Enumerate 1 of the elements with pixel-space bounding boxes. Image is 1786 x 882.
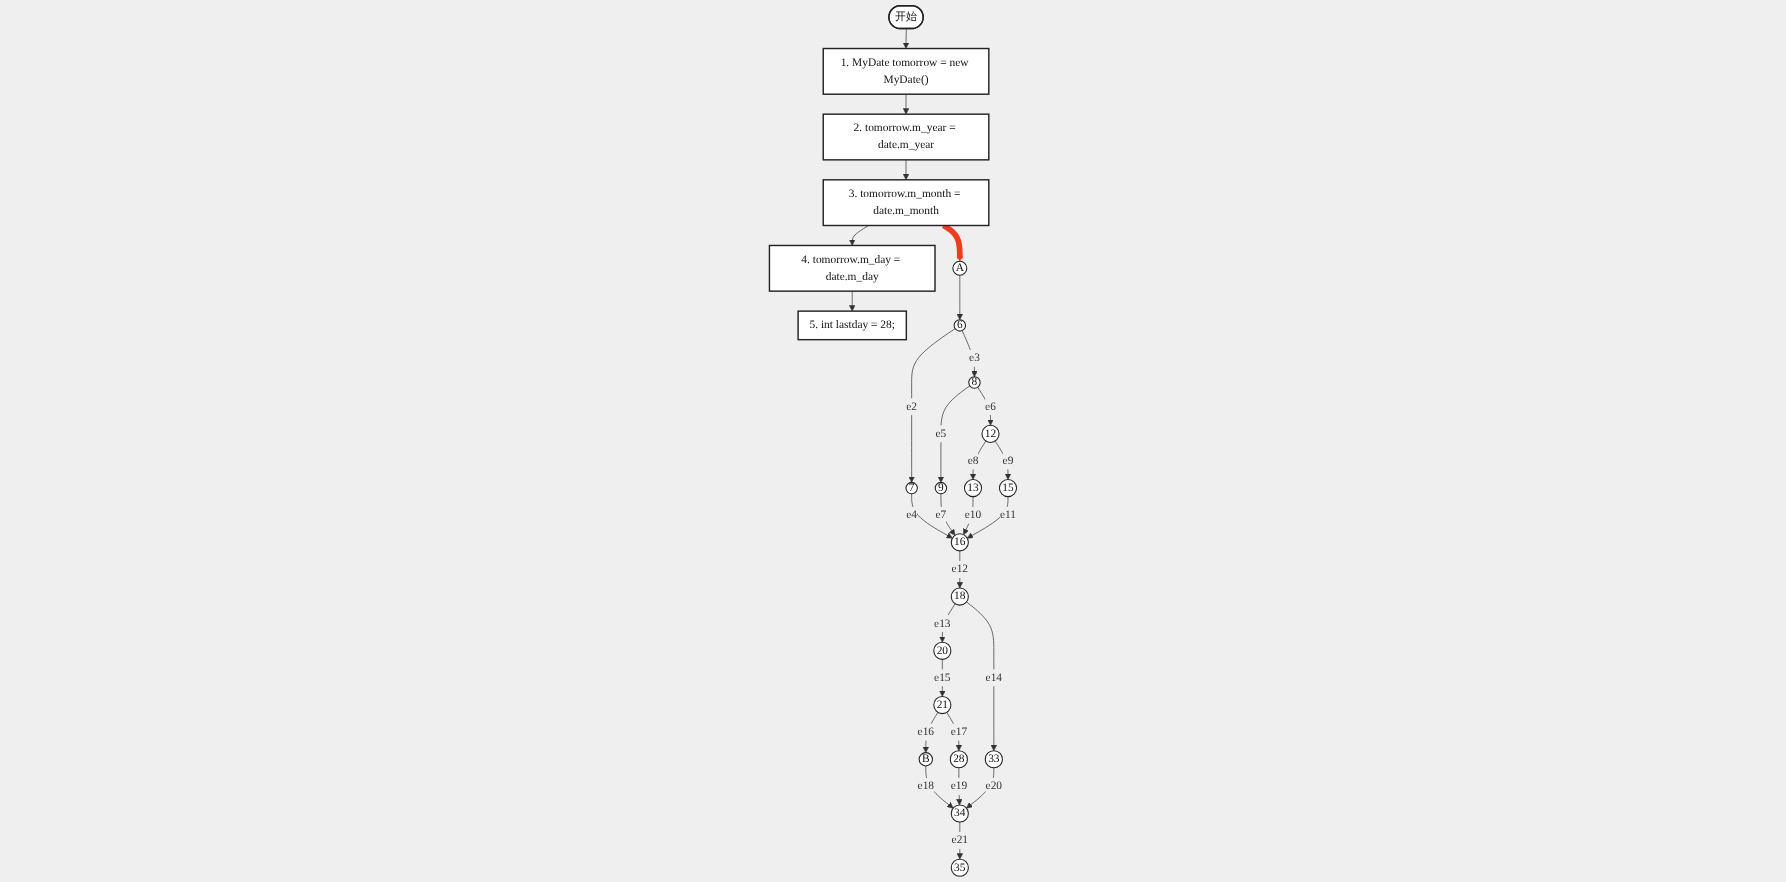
- arrow: [941, 223, 963, 262]
